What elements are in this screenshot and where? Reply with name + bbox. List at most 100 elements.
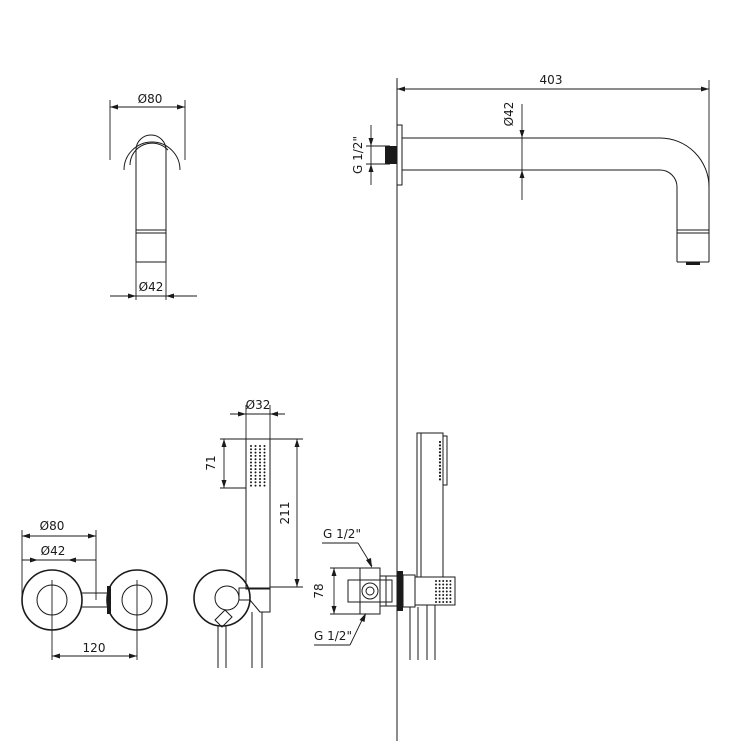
outlet-rosette [402,574,416,608]
knurl-dot [445,583,448,586]
nozzle-dot [438,468,442,471]
nozzle-dot [250,478,252,480]
knurl-dot [442,594,445,596]
knurl-dot [442,580,445,582]
nozzle-dot [254,451,257,454]
arrowhead [331,568,337,576]
nozzle-dot [438,474,442,478]
arrowhead [368,164,374,172]
dim-label: G 1/2" [314,629,352,643]
nozzle-dot [259,464,261,467]
arrowhead [129,653,137,659]
arrowhead [177,104,185,110]
nozzle-dot [263,445,266,447]
nozzle-dot [254,484,257,487]
knurl-dot [449,601,452,603]
arrowhead [22,533,30,539]
knurl-dot [435,597,437,600]
nozzle-dot [263,451,266,454]
thread-stub [385,146,397,164]
knurl-dot [442,583,445,586]
arrowhead [294,579,300,587]
wall-plate [396,124,403,186]
nozzle-dot [259,454,261,457]
knurl-dot [438,601,441,603]
nozzle-dot [259,451,261,454]
spray-nozzles-side [438,440,442,481]
hose-connector [214,609,233,628]
nozzle-dot [263,464,266,467]
nozzle-dot [259,458,261,461]
outlet-elbow [414,576,456,606]
arrowhead [221,439,227,447]
arrowhead [519,170,525,178]
nozzle-dot [438,440,442,444]
nozzle-dot [250,468,252,471]
arrowhead [397,86,405,92]
arrowhead [366,558,372,568]
arrowhead [519,130,525,138]
nozzle-dot [263,468,266,471]
nozzle-dot [263,484,266,487]
nozzle-dot [250,471,252,474]
dim-label: G 1/2" [323,527,361,541]
dim-label: 403 [540,73,563,87]
holder-knob [214,585,240,611]
knurl-dot [445,580,448,582]
knurled-grip [435,580,452,603]
knurl-dot [438,587,441,589]
knurl-dot [445,590,448,593]
holder-bracket [238,587,271,613]
knurl-dot [449,594,452,596]
valve-body [347,579,393,603]
knurl-dot [435,583,437,586]
nozzle-dot [263,474,266,477]
spout-front-view: Ø80 Ø42 [109,92,197,300]
knurl-dot [442,590,445,593]
dim-label: Ø42 [139,280,164,294]
nozzle-dot [259,461,261,464]
hand-shower-front-view: Ø32 71 211 [193,398,303,668]
arrowhead [221,480,227,488]
nozzle-dot [263,481,266,484]
arrowhead [701,86,709,92]
knurl-dot [435,594,437,596]
knurl-dot [442,597,445,600]
nozzle-dot [438,478,442,481]
nozzle-dot [438,451,442,454]
nozzle-dot [254,448,257,451]
hand-shower-body [245,438,271,590]
knurl-dot [442,601,445,603]
knurl-dot [449,590,452,593]
nozzle-dot [438,444,442,447]
dim-label: Ø32 [246,398,271,412]
valve-body [359,567,381,615]
dim-label: 211 [278,502,292,525]
nozzle-dot [259,481,261,484]
nozzle-dot [263,471,266,474]
valve-port [361,582,379,600]
connector-block [107,586,111,614]
arrowhead [110,104,118,110]
nozzle-dot [250,454,252,457]
knurl-dot [445,594,448,596]
arrowhead [52,653,60,659]
spray-face [443,435,448,486]
valve-side-view: G 1/2" G 1/2" 78 [312,432,456,660]
hand-shower-side [416,432,444,578]
nozzle-dot [250,481,252,484]
arrowhead [238,411,246,417]
nozzle-dot [254,481,257,484]
arrowhead [359,613,366,622]
dim-label: 120 [83,641,106,655]
arrowhead [128,293,136,299]
nozzle-dot [259,445,261,447]
knurl-dot [445,587,448,589]
nozzle-dot [263,454,266,457]
knurl-dot [438,580,441,582]
nozzle-dot [250,461,252,464]
pipe-top [135,134,167,151]
nozzle-dot [250,445,252,447]
knurl-dot [449,597,452,600]
